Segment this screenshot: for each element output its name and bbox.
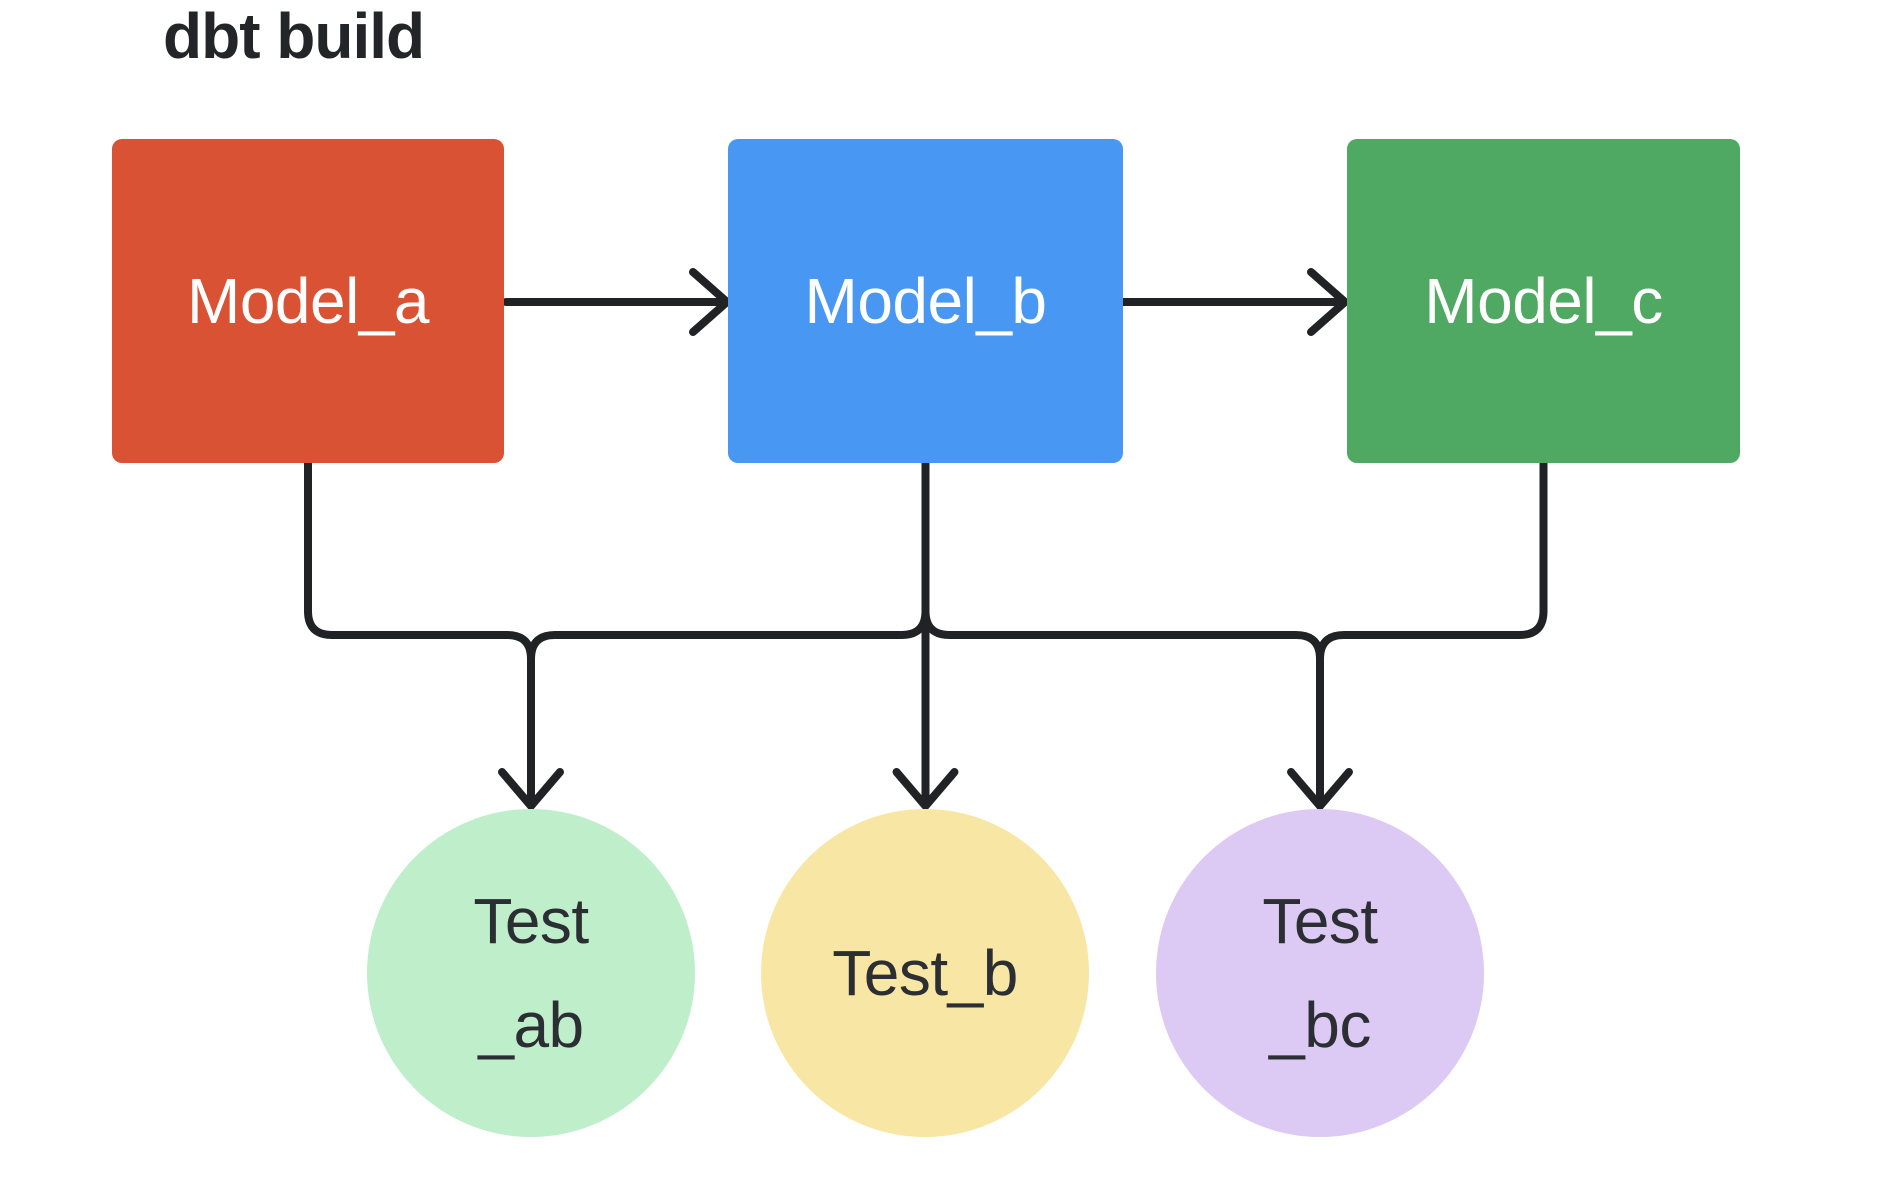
node-model-c-label: Model_c: [1424, 265, 1663, 337]
edge-model-a-to-test-ab: [304, 459, 535, 802]
node-test-bc-label-line2: _bc: [1269, 989, 1371, 1061]
node-model-c: Model_c: [1347, 139, 1740, 463]
arrowhead-test-b: [892, 768, 959, 810]
arrowhead-test-ab: [498, 768, 564, 810]
node-test-bc: Test _bc: [1156, 809, 1484, 1137]
edge-model-c-to-test-bc: [1316, 459, 1548, 802]
node-model-b-label: Model_b: [804, 265, 1048, 337]
node-model-a: Model_a: [112, 139, 504, 463]
node-test-bc-label-line1: Test: [1262, 885, 1378, 957]
node-test-ab-label-line1: Test: [473, 885, 589, 957]
edge-model-b-to-test-bc: [921, 459, 1324, 802]
diagram-title: dbt build: [163, 0, 425, 72]
arrowhead-test-bc: [1287, 768, 1353, 810]
node-model-a-label: Model_a: [187, 265, 430, 337]
node-test-b: Test_b: [761, 809, 1089, 1137]
node-test-ab-label-line2: _ab: [478, 989, 584, 1061]
edge-model-b-to-test-ab: [527, 459, 930, 802]
node-test-ab: Test _ab: [367, 809, 695, 1137]
edge-model-a-to-model-b: [502, 268, 731, 336]
edge-model-b-to-model-c: [1119, 268, 1349, 336]
node-test-b-label: Test_b: [832, 937, 1018, 1009]
node-model-b: Model_b: [728, 139, 1123, 463]
